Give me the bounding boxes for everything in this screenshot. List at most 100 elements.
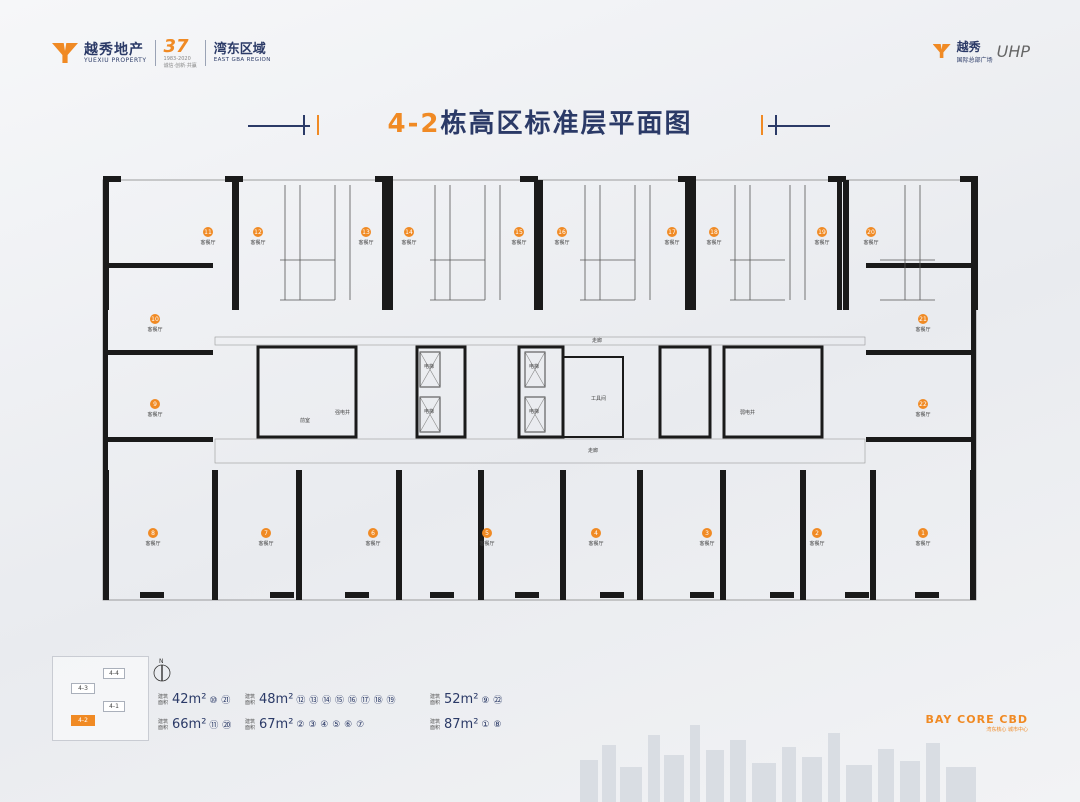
wall-top-divider: [837, 180, 842, 310]
room-label: 客餐厅: [915, 326, 930, 333]
project-brand-sub: 国际总部广场: [956, 57, 993, 64]
key-cell-4-1: 4-1: [103, 701, 125, 712]
room-label: 客餐厅: [588, 540, 603, 547]
unit-number: 8: [151, 530, 155, 537]
wall-bottom-divider: [478, 470, 484, 600]
wall-cap: [845, 592, 869, 598]
core-center: [517, 345, 712, 439]
area-tag: 建筑面积: [158, 693, 169, 706]
wall-bottom-divider: [870, 470, 876, 600]
wall-cap: [678, 176, 696, 182]
wall-cap: [770, 592, 794, 598]
room-label: 客餐厅: [147, 411, 162, 418]
wall-cap: [915, 592, 939, 598]
wall-wing: [866, 437, 976, 442]
unit-number: 11: [204, 229, 212, 236]
wall-bottom-divider: [720, 470, 726, 600]
unit-number-badge: [557, 227, 567, 237]
wall-cap: [690, 592, 714, 598]
partitions: [280, 185, 935, 301]
unit-number-badge: [514, 227, 524, 237]
cbd-subtitle: 湾东核心 城市中心: [986, 727, 1028, 733]
unit-number-badge: [482, 528, 492, 538]
uhp-logo: UHP: [996, 41, 1030, 61]
unit-number-badge: [918, 399, 928, 409]
corridor-bottom: [214, 438, 866, 464]
elevator-label: 电梯: [424, 363, 434, 370]
title-rule-right: [768, 125, 830, 127]
fire-elevator-label: 前室: [300, 417, 310, 424]
cbd-label: BAY CORE CBD 湾东核心 城市中心: [926, 713, 1028, 733]
elevator-label: 电梯: [529, 363, 539, 370]
room-label: 客餐厅: [814, 239, 829, 246]
area-value: 48m²: [259, 692, 294, 707]
title-rule-left: [248, 125, 310, 127]
room-label: 客餐厅: [258, 540, 273, 547]
room-label: 客餐厅: [365, 540, 380, 547]
tool-room-label: 工具间: [591, 395, 606, 402]
area-value: 52m²: [444, 692, 479, 707]
area-units: ⑫ ⑬ ⑭ ⑮ ⑯ ⑰ ⑱ ⑲: [296, 696, 396, 706]
wall-cap: [430, 592, 454, 598]
unit-number: 18: [710, 229, 718, 236]
unit-number-badge: [918, 314, 928, 324]
brand-name-en: YUEXIU PROPERTY: [84, 56, 147, 64]
unit-number-badge: [148, 528, 158, 538]
room-label: 客餐厅: [706, 239, 721, 246]
wall-bottom-divider: [296, 470, 302, 600]
region-name-en: EAST GBA REGION: [213, 57, 271, 63]
unit-number-badge: [261, 528, 271, 538]
wall-top-divider: [537, 180, 543, 310]
unit-number: 22: [919, 401, 927, 408]
area-units: ⑨ ㉒: [481, 696, 503, 706]
area-legend-item: 建筑面积 66m² ⑪ ⑳: [158, 717, 232, 732]
core-right: [722, 345, 824, 439]
room-label: 客餐厅: [915, 540, 930, 547]
unit-number-badge: [866, 227, 876, 237]
wall-wing: [103, 350, 213, 355]
wall-bottom-divider: [637, 470, 643, 600]
area-legend-item: 建筑面积 52m² ⑨ ㉒: [430, 692, 503, 707]
unit-number: 6: [371, 530, 375, 537]
wall-cap: [828, 176, 846, 182]
title-bar-left: [303, 115, 305, 135]
room-label: 客餐厅: [915, 411, 930, 418]
area-value: 67m²: [259, 717, 294, 732]
unit-number-badge: [667, 227, 677, 237]
cbd-title: BAY CORE CBD: [925, 713, 1028, 726]
room-label: 客餐厅: [479, 540, 494, 547]
unit-number-badge: [918, 528, 928, 538]
unit-number: 15: [515, 229, 523, 236]
room-label: 客餐厅: [809, 540, 824, 547]
room-label: 客餐厅: [145, 540, 160, 547]
area-legend-item: 建筑面积 87m² ① ⑧: [430, 717, 502, 732]
unit-number: 21: [919, 316, 927, 323]
project-brand: 越秀 国际总部广场 UHP: [932, 38, 1030, 64]
unit-number-badge: [368, 528, 378, 538]
wall-wing: [103, 263, 213, 268]
wall-top-divider: [843, 180, 849, 310]
unit-number-badge: [702, 528, 712, 538]
wall-cap: [600, 592, 624, 598]
area-value: 42m²: [172, 692, 207, 707]
wall-wing: [103, 437, 213, 442]
pipe-well-label: 强电井: [335, 409, 350, 416]
room-label: 客餐厅: [554, 239, 569, 246]
wall-cap: [140, 592, 164, 598]
elevator-label: 电梯: [529, 408, 539, 415]
room-label: 客餐厅: [863, 239, 878, 246]
wall-top-divider: [232, 180, 237, 310]
area-value: 87m²: [444, 717, 479, 732]
area-legend-item: 建筑面积 42m² ⑩ ㉑: [158, 692, 231, 707]
wall-cap: [960, 176, 978, 182]
wall-top-divider: [690, 180, 696, 310]
compass-label: N: [159, 658, 164, 665]
unit-number-badge: [812, 528, 822, 538]
unit-markers: 11客餐厅12客餐厅13客餐厅14客餐厅15客餐厅16客餐厅17客餐厅18客餐厅…: [145, 227, 931, 547]
room-label: 客餐厅: [401, 239, 416, 246]
area-tag: 建筑面积: [430, 718, 441, 731]
city-skyline-illustration: [580, 725, 976, 802]
wall-top-divider: [534, 180, 539, 310]
